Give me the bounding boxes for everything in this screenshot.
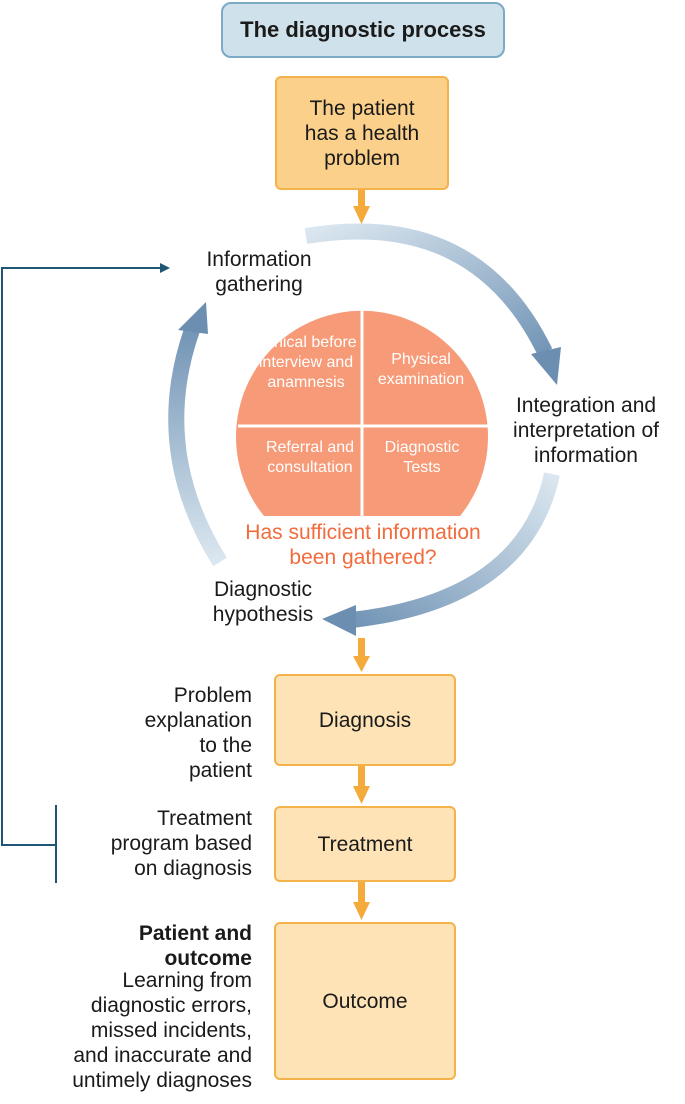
feedback-loop-line bbox=[1, 263, 170, 883]
quadrant-physical-label: Physical examination bbox=[377, 351, 465, 388]
page-title: The diagnostic process bbox=[240, 17, 486, 42]
outcome-box: Outcome bbox=[274, 922, 456, 1080]
arrow-diagnosis-to-treatment bbox=[353, 766, 370, 804]
cycle-arrow-gathering-to-integration bbox=[304, 223, 561, 385]
treatment-box: Treatment bbox=[274, 806, 456, 882]
sufficient-information-question: Has sufficient information been gathered… bbox=[245, 521, 481, 569]
information-sources-pie bbox=[235, 300, 490, 516]
problem-label: The patient has a health problem bbox=[304, 96, 420, 170]
title-box: The diagnostic process bbox=[221, 2, 505, 58]
treatment-program-note: Treatment program based on diagnosis bbox=[110, 807, 252, 880]
treatment-label: Treatment bbox=[317, 832, 413, 856]
problem-box: The patient has a health problem bbox=[275, 76, 449, 190]
diagnosis-label: Diagnosis bbox=[318, 708, 412, 732]
cycle-arrow-integration-to-hypothesis bbox=[322, 472, 560, 636]
diagnostic-hypothesis-label: Diagnostic hypothesis bbox=[212, 578, 314, 626]
quadrant-tests-label: Diagnostic Tests bbox=[384, 439, 460, 476]
quadrant-interview-label: Clinical before interview and anamnesis bbox=[255, 334, 357, 391]
arrow-cycle-to-diagnosis bbox=[353, 638, 370, 672]
outcome-label: Outcome bbox=[322, 989, 408, 1013]
information-gathering-label: Information gathering bbox=[206, 248, 312, 296]
problem-explanation-note: Problem explanation to the patient bbox=[144, 684, 252, 782]
integration-label: Integration and interpretation of inform… bbox=[513, 394, 659, 467]
arrow-treatment-to-outcome bbox=[353, 882, 370, 920]
quadrant-referral-label: Referral and consultation bbox=[265, 439, 355, 476]
cycle-arrow-hypothesis-to-gathering bbox=[168, 302, 227, 567]
patient-outcome-title: Patient and outcome bbox=[138, 922, 252, 970]
arrow-problem-to-cycle bbox=[353, 188, 370, 224]
learning-note: Learning from diagnostic errors, missed … bbox=[72, 969, 252, 1092]
diagnosis-box: Diagnosis bbox=[274, 674, 456, 766]
